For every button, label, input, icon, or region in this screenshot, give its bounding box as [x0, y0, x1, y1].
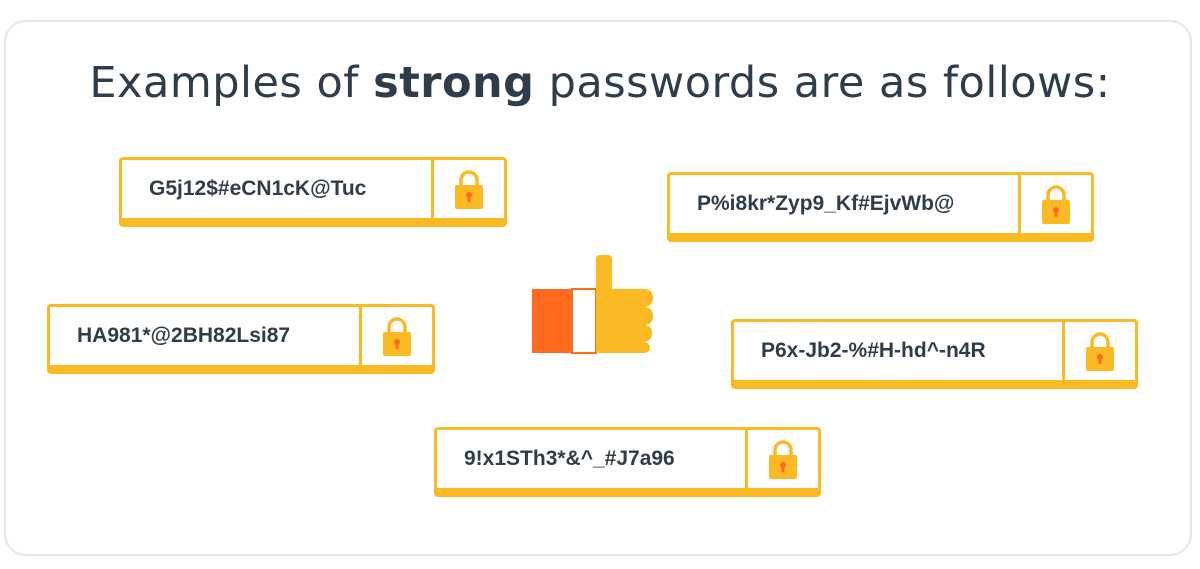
password-text: P6x-Jb2-%#H-hd^-n4R [761, 339, 986, 362]
headline-suffix: passwords are as follows: [548, 58, 1111, 108]
password-text: G5j12$#eCN1cK@Tuc [149, 177, 367, 200]
thumbs-up-icon [532, 255, 656, 355]
lock-icon [359, 307, 432, 365]
lock-icon [1018, 175, 1091, 233]
headline-prefix: Examples of [89, 58, 359, 108]
password-text: P%i8kr*Zyp9_Kf#EjvWb@ [697, 192, 955, 215]
page-title: Examples of strong passwords are as foll… [0, 58, 1200, 108]
password-box: G5j12$#eCN1cK@Tuc [119, 157, 507, 227]
headline-emphasis: strong [373, 58, 535, 108]
password-text: 9!x1STh3*&^_#J7a96 [464, 447, 675, 470]
lock-icon [431, 160, 504, 218]
lock-icon [1062, 322, 1135, 380]
lock-icon [745, 430, 818, 488]
password-text: HA981*@2BH82Lsi87 [77, 324, 291, 347]
password-box: 9!x1STh3*&^_#J7a96 [434, 427, 821, 497]
password-box: P%i8kr*Zyp9_Kf#EjvWb@ [667, 172, 1094, 242]
password-box: HA981*@2BH82Lsi87 [47, 304, 435, 374]
password-box: P6x-Jb2-%#H-hd^-n4R [731, 319, 1138, 389]
